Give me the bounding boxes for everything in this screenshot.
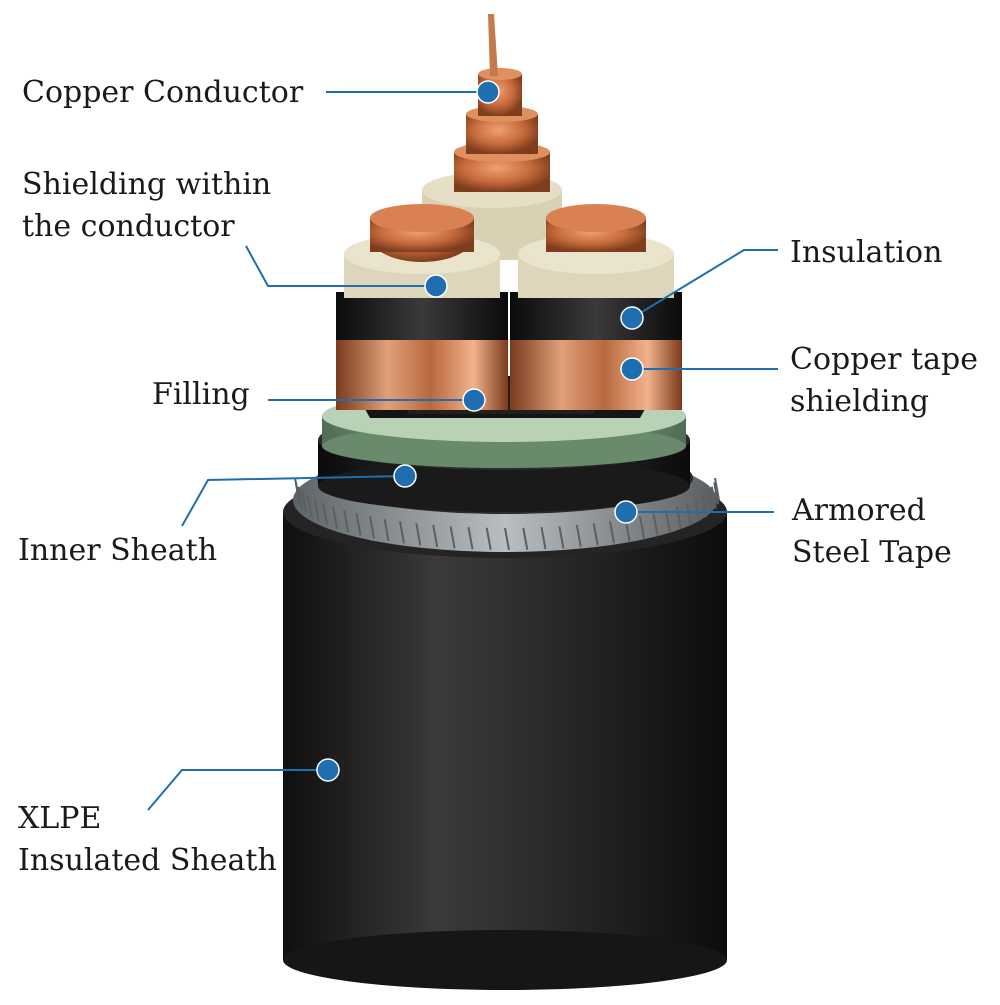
- label-copper-tape-line2: shielding: [790, 384, 929, 419]
- armor-ridge: [294, 482, 301, 505]
- armor-ridge: [710, 486, 717, 509]
- armor-ridge: [652, 513, 659, 536]
- armor-ridge: [592, 523, 599, 546]
- label-copper-tape-line1: Copper tape: [790, 342, 978, 377]
- label-armored-line1: Armored: [792, 493, 926, 528]
- armor-ridge: [449, 526, 456, 549]
- armor-ridge: [694, 498, 701, 522]
- armor-ridge: [714, 477, 720, 501]
- armor-ridge: [701, 494, 708, 518]
- marker-xlpe: [316, 758, 340, 782]
- marker-inner-sheath: [393, 464, 417, 488]
- armor-ridge: [639, 516, 645, 539]
- armor-ridge: [383, 518, 390, 542]
- armor-ridge: [301, 490, 308, 514]
- label-insulation-text: Insulation: [790, 235, 943, 270]
- leader-xlpe: [147, 769, 328, 811]
- armor-ridge: [685, 502, 692, 526]
- label-inner-sheath: Inner Sheath: [18, 530, 217, 572]
- marker-filling: [462, 388, 486, 412]
- label-inner-sheath-text: Inner Sheath: [18, 533, 218, 568]
- label-copper-conductor: Copper Conductor: [22, 72, 303, 114]
- leader-inner-sheath: [181, 475, 406, 527]
- marker-armored: [614, 500, 638, 524]
- label-shielding-line2: the conductor: [22, 209, 235, 244]
- armor-ridge: [467, 527, 474, 550]
- armor-ridge: [355, 513, 362, 536]
- armor-ridge: [706, 490, 713, 514]
- label-xlpe-line1: XLPE: [18, 801, 102, 836]
- armor-ridge: [575, 524, 582, 548]
- label-xlpe-line2: Insulated Sheath: [18, 843, 277, 878]
- armor-ridge: [676, 506, 682, 529]
- label-filling: Filling: [152, 374, 250, 416]
- armor-ridge: [322, 502, 329, 526]
- armor-ridge: [609, 521, 615, 544]
- label-copper-conductor-text: Copper Conductor: [22, 75, 304, 110]
- armor-ridge: [432, 524, 439, 548]
- label-shielding-within-conductor: Shielding within the conductor: [22, 164, 271, 248]
- label-xlpe-insulated-sheath: XLPE Insulated Sheath: [18, 798, 277, 882]
- armor-ridge: [343, 509, 350, 533]
- leader-shielding: [245, 245, 436, 287]
- armor-ridge: [504, 527, 510, 551]
- armor-ridge: [313, 498, 320, 522]
- marker-insulation: [620, 306, 644, 330]
- armor-ridge: [558, 526, 565, 549]
- core-left: [336, 204, 508, 410]
- label-insulation: Insulation: [790, 232, 942, 274]
- armor-ridge: [664, 509, 671, 533]
- leader-insulation: [631, 249, 778, 319]
- label-armored-steel-tape: Armored Steel Tape: [792, 490, 952, 574]
- label-copper-tape-shielding: Copper tape shielding: [790, 339, 978, 423]
- copper-conductor-strands: [454, 14, 550, 192]
- armor-ridge: [297, 486, 304, 509]
- label-filling-text: Filling: [152, 377, 250, 412]
- armor-ridge: [485, 527, 492, 550]
- marker-copper-conductor: [476, 80, 500, 104]
- label-armored-line2: Steel Tape: [792, 535, 952, 570]
- armor-ridge: [713, 482, 720, 505]
- armor-ridge: [415, 523, 422, 546]
- armor-ridge: [332, 506, 338, 529]
- armor-ridge: [399, 521, 405, 544]
- marker-copper-tape: [620, 357, 644, 381]
- armor-ridge: [540, 527, 547, 550]
- armor-ridge: [306, 494, 313, 518]
- marker-shielding: [424, 274, 448, 298]
- label-shielding-line1: Shielding within: [22, 167, 272, 202]
- armor-ridge: [369, 516, 375, 539]
- armor-ridge: [522, 527, 529, 550]
